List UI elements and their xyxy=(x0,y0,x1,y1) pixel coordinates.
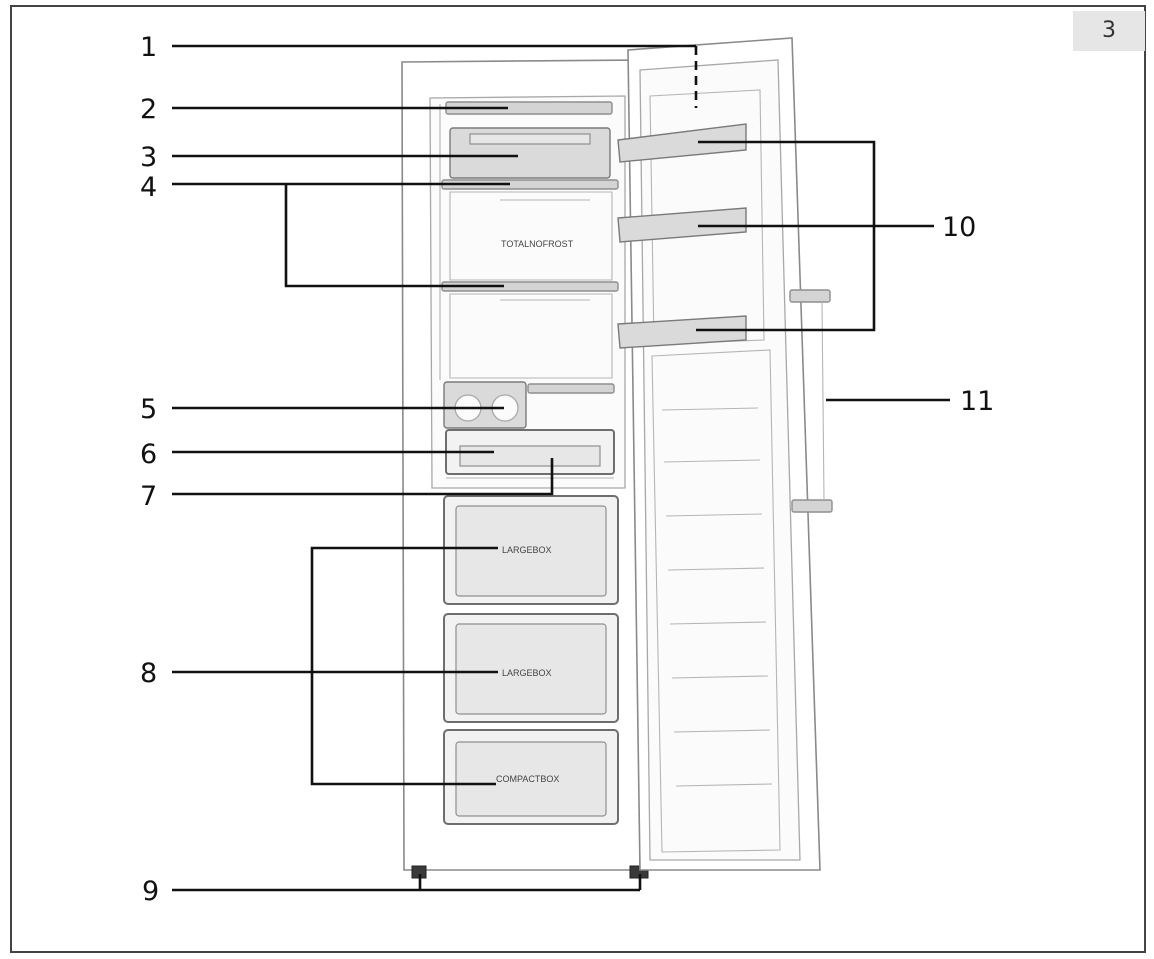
leader-4-bracket xyxy=(284,184,504,288)
page-number-tab: 3 xyxy=(1073,11,1145,51)
callout-6: 6 xyxy=(140,439,157,470)
callout-3: 3 xyxy=(140,142,157,173)
leader-7 xyxy=(172,458,554,496)
drawer-bottom-label: COMPACTBOX xyxy=(496,774,559,784)
nofrost-badge-text: TOTALNOFROST xyxy=(501,239,574,249)
callout-11: 11 xyxy=(960,386,994,417)
callout-1: 1 xyxy=(140,32,157,63)
door xyxy=(617,37,833,871)
drawer-middle-label: LARGEBOX xyxy=(502,668,552,678)
door-shelf-middle xyxy=(617,207,747,243)
callout-8: 8 xyxy=(140,658,157,689)
leader-lines xyxy=(172,44,950,892)
callout-4: 4 xyxy=(140,172,157,203)
door-shelf-bottom xyxy=(617,315,747,349)
callout-2: 2 xyxy=(140,94,157,125)
leader-10 xyxy=(696,140,876,332)
leader-8-bracket xyxy=(310,546,498,786)
callout-7: 7 xyxy=(140,481,157,512)
callout-10: 10 xyxy=(942,212,976,243)
callout-9: 9 xyxy=(142,876,159,907)
door-shelf-top xyxy=(617,123,747,163)
drawer-top-label: LARGEBOX xyxy=(502,545,552,555)
door-handle-top xyxy=(789,289,831,303)
callout-numbers: 1 2 3 4 5 6 7 8 9 10 11 xyxy=(140,32,994,907)
door-handle-bottom xyxy=(791,499,833,513)
callout-5: 5 xyxy=(140,394,157,425)
